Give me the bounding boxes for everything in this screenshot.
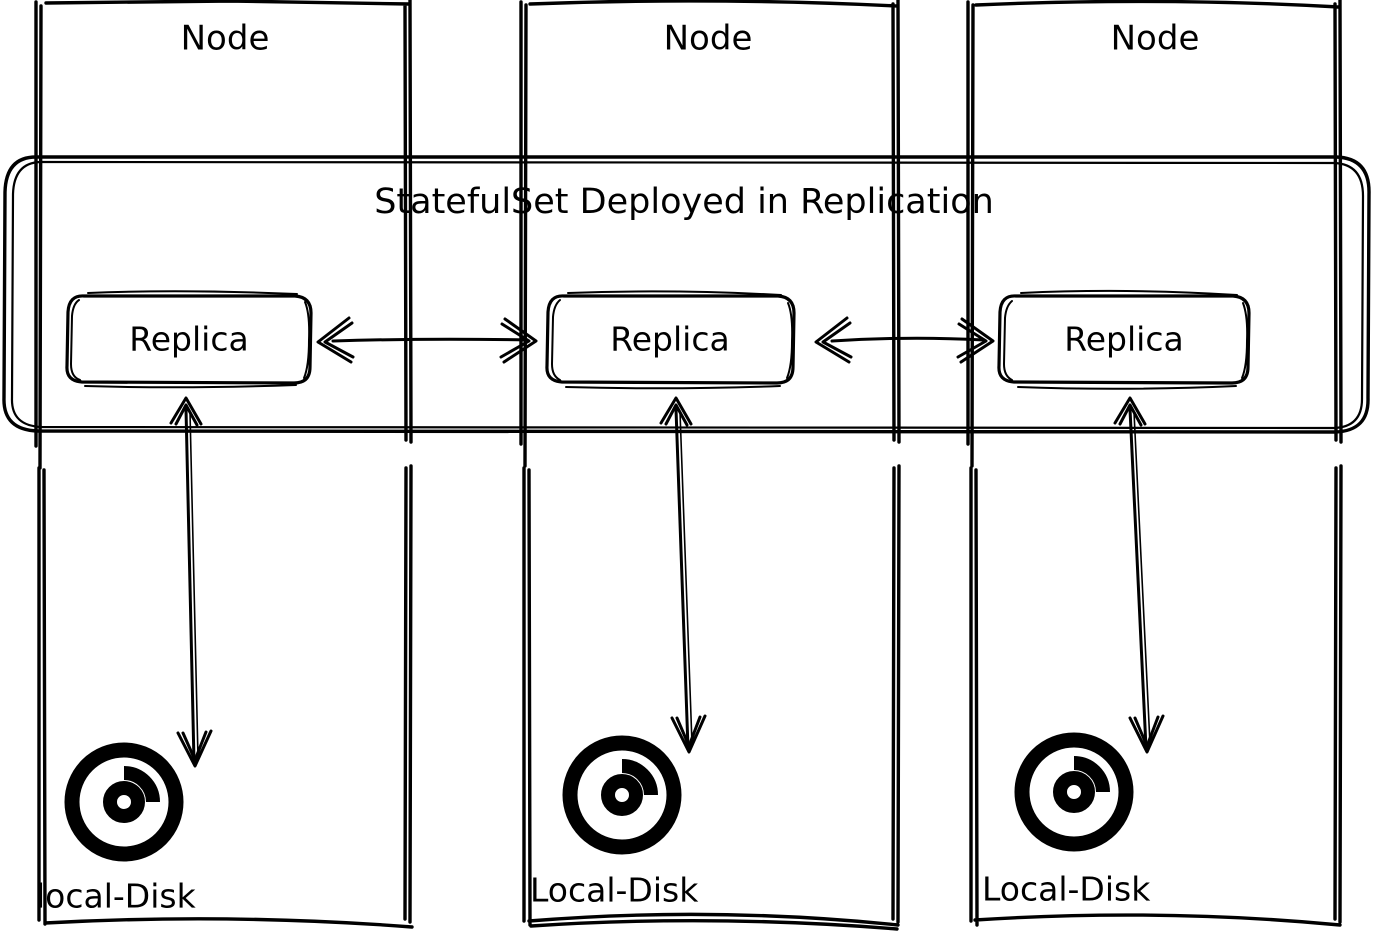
node-box-2[interactable]: Node — [519, 0, 901, 931]
replica-label-3: Replica — [1064, 320, 1183, 359]
replica-label-1: Replica — [129, 320, 248, 359]
replica-label-2: Replica — [610, 320, 729, 359]
storage-edge-2[interactable] — [659, 396, 707, 754]
disk-group-1[interactable]: local-Disk — [36, 742, 197, 916]
node-label-1: Node — [181, 19, 270, 59]
replica-box-2[interactable]: Replica — [545, 290, 796, 390]
storage-edge-3[interactable] — [1113, 396, 1165, 754]
disk-label-1: local-Disk — [36, 877, 197, 916]
replica-box-1[interactable]: Replica — [65, 290, 313, 389]
node-label-2: Node — [664, 19, 753, 59]
disk-label-2: Local-Disk — [530, 871, 699, 910]
statefulset-container[interactable]: StatefulSet Deployed in Replication — [2, 155, 1371, 434]
disk-label-3: Local-Disk — [982, 870, 1151, 909]
storage-edge-1[interactable] — [169, 396, 213, 768]
disk-icon-1 — [64, 742, 184, 862]
disk-icon-3 — [1014, 732, 1134, 852]
replication-edge-1-2[interactable] — [316, 316, 538, 364]
replica-box-3[interactable]: Replica — [997, 289, 1251, 390]
replication-edge-2-3[interactable] — [814, 316, 995, 364]
statefulset-title: StatefulSet Deployed in Replication — [374, 182, 994, 222]
node-label-3: Node — [1111, 19, 1200, 59]
disk-group-3[interactable]: Local-Disk — [982, 732, 1151, 909]
disk-group-2[interactable]: Local-Disk — [530, 735, 699, 910]
disk-icon-2 — [562, 735, 682, 855]
node-box-3[interactable]: Node — [966, 0, 1343, 927]
node-box-1[interactable]: Node — [34, 0, 414, 929]
